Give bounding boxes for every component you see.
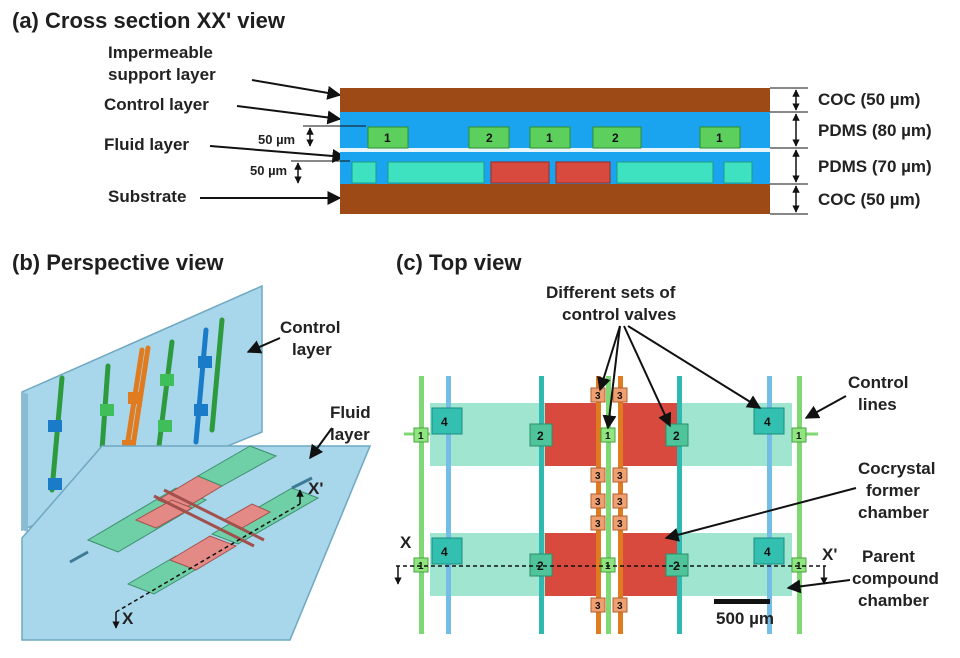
valve-1b — [529, 126, 571, 149]
valve-1a — [367, 126, 409, 149]
control-valves: 1 2 1 2 1 — [367, 126, 741, 149]
valve-id: 4 — [764, 415, 771, 429]
valve-id: 1 — [418, 431, 424, 442]
valve-id: 4 — [441, 545, 448, 559]
valve-id: 1 — [384, 131, 391, 145]
label-xp-3d: X' — [308, 479, 323, 498]
chamber-seg — [616, 161, 714, 184]
label-control-layer: Control layer — [104, 95, 209, 114]
valve-id: 1 — [605, 431, 611, 442]
valve-arrows — [597, 325, 762, 430]
thickness-dims — [770, 87, 808, 215]
scale-bar-label: 500 µm — [716, 609, 774, 628]
valve-id: 3 — [617, 471, 623, 482]
valve-2b — [592, 126, 642, 149]
label-valves-line1: Different sets of — [546, 283, 676, 302]
bond-line — [340, 148, 770, 152]
label-fluid-layer: Fluid layer — [104, 135, 189, 154]
scale-bar — [714, 599, 770, 604]
valve-2a — [468, 126, 510, 149]
label-control-layer-3d-2: layer — [292, 340, 332, 359]
dim-coc-bottom: COC (50 µm) — [818, 190, 920, 209]
chamber-seg — [351, 161, 377, 184]
panel-a-title: (a) Cross section XX' view — [12, 8, 286, 33]
valve-id: 4 — [764, 545, 771, 559]
label-parent-1: Parent — [862, 547, 915, 566]
dim-control-height: 50 µm — [258, 132, 295, 147]
cocrystal-seg — [555, 161, 611, 184]
label-control-layer-3d-1: Control — [280, 318, 340, 337]
cocrystal-seg — [490, 161, 550, 184]
cocrystal-chamber-bl — [545, 533, 600, 596]
valve-id: 1 — [796, 431, 802, 442]
label-parent-3: chamber — [858, 591, 929, 610]
fluid-chambers — [351, 161, 753, 184]
panel-c: (c) Top view — [394, 250, 939, 634]
dim-pdms-bottom: PDMS (70 µm) — [818, 157, 932, 176]
valve-id: 2 — [537, 429, 544, 443]
panel-a: (a) Cross section XX' view Impermeable s… — [12, 8, 932, 215]
chamber-seg — [723, 161, 753, 184]
label-fluid-layer-3d-1: Fluid — [330, 403, 371, 422]
arrow-fluid — [209, 145, 347, 163]
label-parent-2: compound — [852, 569, 939, 588]
valve-id: 2 — [612, 131, 619, 145]
valve-id: 3 — [617, 519, 623, 530]
arrow-support — [251, 79, 342, 100]
valve-id: 2 — [673, 429, 680, 443]
arrow-parent — [786, 579, 851, 594]
panel-c-title: (c) Top view — [396, 250, 522, 275]
arrow-control — [236, 105, 342, 125]
panel-b-title: (b) Perspective view — [12, 250, 224, 275]
fluid-chambers-3d — [69, 445, 320, 595]
cocrystal-chamber-tl — [545, 403, 600, 466]
valve-id: 1 — [716, 131, 723, 145]
valve-id: 3 — [617, 391, 623, 402]
dim-coc-top: COC (50 µm) — [818, 90, 920, 109]
label-substrate: Substrate — [108, 187, 186, 206]
valve-id: 3 — [595, 391, 601, 402]
valve-id: 3 — [595, 471, 601, 482]
label-support-line2: support layer — [108, 65, 216, 84]
label-cocrystal-1: Cocrystal — [858, 459, 935, 478]
label-valves-line2: control valves — [562, 305, 676, 324]
label-support-line1: Impermeable — [108, 43, 213, 62]
cut-line-3d — [115, 503, 301, 613]
valve-id: 4 — [441, 415, 448, 429]
arrow-control-3d — [246, 337, 281, 354]
valve-id: 1 — [546, 131, 553, 145]
coc-top-layer — [340, 88, 770, 112]
label-control-lines-2: lines — [858, 395, 897, 414]
label-cocrystal-3: chamber — [858, 503, 929, 522]
label-control-lines-1: Control — [848, 373, 908, 392]
arrow-cocrystal — [664, 487, 857, 542]
label-xp-top: X' — [822, 545, 837, 564]
valve-id: 3 — [595, 519, 601, 530]
valve-id: 3 — [617, 601, 623, 612]
valve-id: 3 — [617, 497, 623, 508]
arrow-fluid-3d — [309, 427, 333, 460]
valve-ids-top: 4 4 4 4 2 2 2 2 1 1 1 1 1 1 3 3 3 3 3 3 … — [418, 391, 802, 612]
dim-pdms-top: PDMS (80 µm) — [818, 121, 932, 140]
label-cocrystal-2: former — [866, 481, 920, 500]
valves-top — [413, 387, 807, 613]
arrow-control-lines — [804, 395, 847, 419]
label-x-top: X — [400, 533, 412, 552]
valve-id: 3 — [595, 497, 601, 508]
chamber-seg — [387, 161, 485, 184]
valve-id: 2 — [486, 131, 493, 145]
dim-fluid-height: 50 µm — [250, 163, 287, 178]
control-plate-edge — [22, 392, 28, 532]
valve-1c — [699, 126, 741, 149]
label-fluid-layer-3d-2: layer — [330, 425, 370, 444]
label-x-3d: X — [122, 609, 134, 628]
valve-id: 3 — [595, 601, 601, 612]
panel-b: (b) Perspective view — [12, 250, 372, 641]
coc-bottom-layer — [340, 184, 770, 214]
valve-id: 2 — [537, 559, 544, 573]
